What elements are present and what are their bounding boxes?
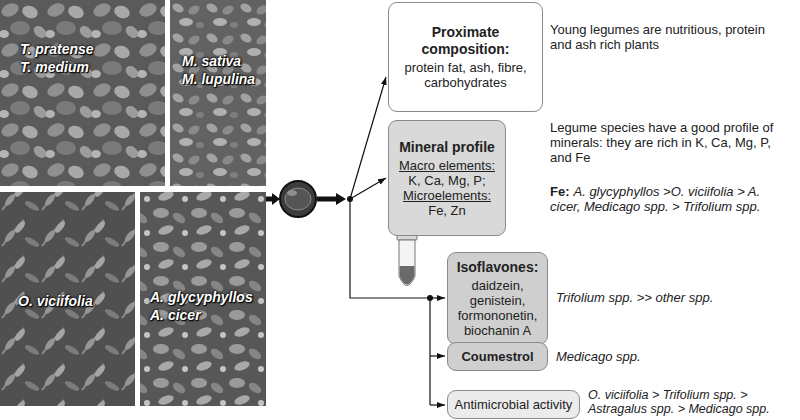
photo-label-group: O. viciifolia bbox=[18, 292, 93, 310]
petri-dish-highlight bbox=[287, 190, 297, 196]
box-text: Fe, Zn bbox=[394, 203, 500, 218]
plant-photo-node: O. viciifolia bbox=[0, 192, 135, 406]
test-tube bbox=[399, 240, 415, 286]
plant-photo bbox=[0, 0, 165, 186]
box-heading: Mineral profile bbox=[394, 139, 500, 156]
plant-photo-node: A. glycyphyllosA. cicer bbox=[140, 192, 266, 406]
box-text: daidzein, genistein, formononetin, bioch… bbox=[453, 278, 542, 338]
annotation-note: Trifolium spp. >> other spp. bbox=[556, 290, 788, 305]
species-label: M. sativa bbox=[182, 52, 255, 70]
petri-dish-inner bbox=[285, 188, 311, 210]
species-label: A. cicer bbox=[150, 306, 253, 324]
species-label: T. medium bbox=[20, 58, 94, 76]
tube-extract bbox=[400, 266, 415, 285]
thick-arrow bbox=[317, 197, 337, 202]
photo-label-group: M. sativaM. lupulina bbox=[182, 52, 255, 88]
thick-arrow-head bbox=[336, 193, 346, 205]
note-text: Young legumes are nutritious, protein an… bbox=[550, 22, 765, 52]
note-text: Medicago spp. bbox=[556, 349, 641, 364]
petri-dish bbox=[280, 181, 316, 217]
plant-photo-node: T. pratenseT. medium bbox=[0, 0, 165, 186]
branch-arrow bbox=[430, 404, 445, 405]
process-box: Isoflavones: daidzein, genistein, formono… bbox=[447, 252, 548, 345]
photo-label-group: A. glycyphyllosA. cicer bbox=[150, 288, 253, 324]
plant-photo bbox=[0, 192, 135, 406]
plant-photo-node: M. sativaM. lupulina bbox=[170, 0, 266, 186]
plant-photo bbox=[140, 192, 266, 406]
process-box: Proximate composition:protein fat, ash, … bbox=[388, 2, 543, 112]
branch-arrow bbox=[430, 297, 445, 298]
note-text: A. glycyphyllos >O. viciifolia > A. cice… bbox=[550, 184, 760, 214]
branch-arrow bbox=[350, 178, 386, 199]
species-label: O. viciifolia bbox=[18, 292, 93, 310]
annotation-note: Medicago spp. bbox=[556, 349, 788, 364]
box-text: Macro elements: bbox=[394, 158, 500, 173]
box-heading: Isoflavones: bbox=[453, 259, 542, 276]
box-text: K, Ca, Mg, P; bbox=[394, 173, 500, 188]
process-box: Mineral profileMacro elements:K, Ca, Mg,… bbox=[388, 120, 506, 236]
annotation-note: O. viciifolia > Trifolium spp. > Astraga… bbox=[588, 388, 794, 416]
branch-line bbox=[429, 298, 430, 405]
process-box: Antimicrobial activity bbox=[447, 390, 580, 419]
process-box: Coumestrol bbox=[447, 342, 548, 371]
note-text: O. viciifolia > Trifolium spp. > Astraga… bbox=[588, 388, 770, 416]
note-text: Trifolium spp. >> other spp. bbox=[556, 290, 713, 305]
thick-arrow bbox=[266, 197, 273, 202]
species-label: T. pratense bbox=[20, 40, 94, 58]
annotation-note: Young legumes are nutritious, protein an… bbox=[550, 22, 790, 52]
photo-label-group: T. pratenseT. medium bbox=[20, 40, 94, 76]
note-text: Legume species have a good profile of mi… bbox=[550, 120, 773, 165]
species-label: M. lupulina bbox=[182, 70, 255, 88]
plant-photo bbox=[170, 0, 266, 186]
branch-arrow bbox=[350, 77, 386, 199]
note-text: Fe: bbox=[550, 184, 570, 199]
annotation-note: Legume species have a good profile of mi… bbox=[550, 120, 790, 165]
thick-arrow-head bbox=[272, 193, 280, 205]
annotation-note: Fe:A. glycyphyllos >O. viciifolia > A. c… bbox=[550, 184, 790, 214]
branch-arrow bbox=[430, 355, 445, 356]
box-heading: Proximate composition: bbox=[394, 24, 537, 58]
box-text: protein fat, ash, fibre, carbohydrates bbox=[394, 60, 537, 90]
species-label: A. glycyphyllos bbox=[150, 288, 253, 306]
box-text: Microelements: bbox=[394, 188, 500, 203]
box-heading: Coumestrol bbox=[453, 349, 542, 364]
box-heading: Antimicrobial activity bbox=[453, 397, 574, 412]
